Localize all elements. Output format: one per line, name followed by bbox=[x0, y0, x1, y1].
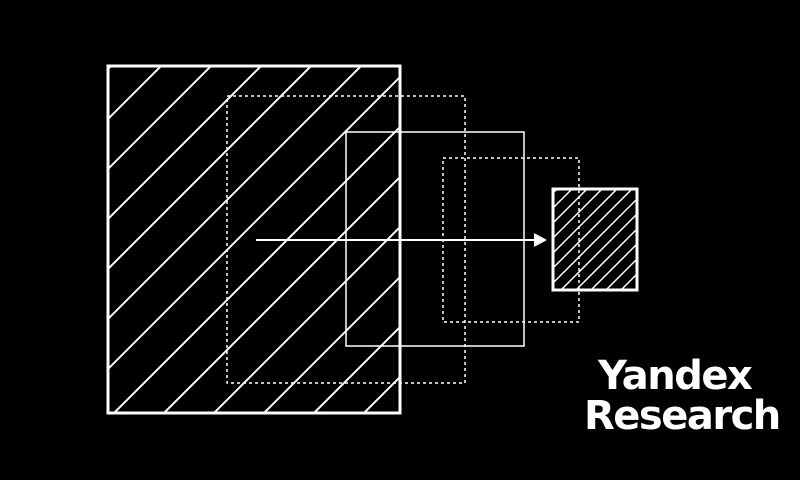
hatch-line bbox=[553, 189, 603, 240]
output-block bbox=[551, 187, 639, 292]
hatch-line bbox=[108, 75, 400, 371]
arrow-head-icon bbox=[534, 233, 547, 247]
dashed-layer-1 bbox=[226, 95, 466, 384]
hatch-line bbox=[553, 189, 588, 225]
hatch-line bbox=[553, 189, 573, 210]
hatch-line bbox=[108, 66, 262, 221]
hatch-line bbox=[590, 242, 637, 290]
logo-line-2: Research bbox=[584, 393, 781, 439]
yandex-research-logo: Yandex Research bbox=[584, 356, 784, 436]
hatch-line bbox=[108, 66, 112, 71]
hatch-line bbox=[635, 287, 637, 290]
hatch-line bbox=[313, 325, 400, 413]
hatch-line bbox=[263, 275, 400, 413]
hatch-line bbox=[553, 189, 618, 255]
output-block-hatching bbox=[553, 189, 637, 290]
hatch-line bbox=[0, 66, 11, 413]
hatch-line bbox=[553, 197, 637, 285]
hatch-line bbox=[605, 257, 637, 290]
hatch-line bbox=[108, 66, 362, 321]
logo-line-1: Yandex bbox=[598, 353, 753, 399]
hatch-line bbox=[108, 66, 312, 271]
hatch-line bbox=[0, 66, 61, 413]
hatch-line bbox=[560, 212, 637, 290]
hatch-line bbox=[575, 227, 637, 290]
hatch-line bbox=[553, 189, 633, 270]
hatch-line bbox=[108, 66, 212, 171]
